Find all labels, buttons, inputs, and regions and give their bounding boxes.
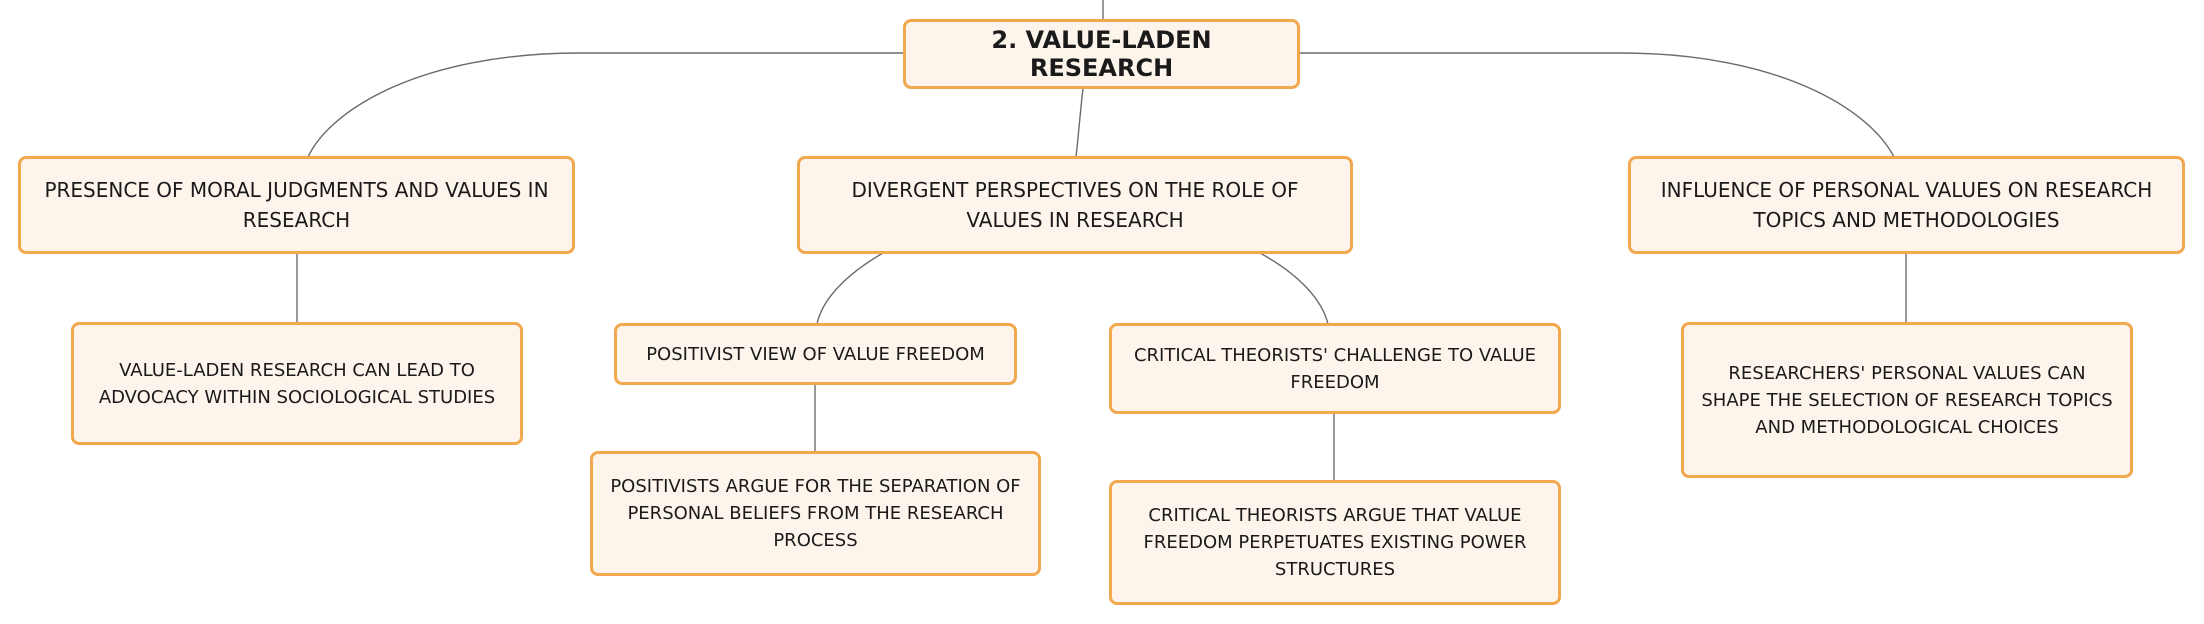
leaf-node-advocacy[interactable]: VALUE-LADEN RESEARCH CAN LEAD TO ADVOCAC… — [71, 322, 523, 445]
leaf-node-label: POSITIVISTS ARGUE FOR THE SEPARATION OF … — [610, 476, 1021, 551]
subbranch-node-label: POSITIVIST VIEW OF VALUE FREEDOM — [646, 343, 985, 365]
leaf-node-power-structures[interactable]: CRITICAL THEORISTS ARGUE THAT VALUE FREE… — [1109, 480, 1561, 605]
leaf-node-label: RESEARCHERS' PERSONAL VALUES CAN SHAPE T… — [1701, 362, 2113, 438]
connector-root-to-moral — [307, 52, 905, 158]
connector-root-to-divergent — [1075, 87, 1084, 158]
branch-node-label: PRESENCE OF MORAL JUDGMENTS AND VALUES I… — [44, 178, 549, 232]
branch-node-label: INFLUENCE OF PERSONAL VALUES ON RESEARCH… — [1660, 178, 2153, 232]
branch-node-personal-values[interactable]: INFLUENCE OF PERSONAL VALUES ON RESEARCH… — [1628, 156, 2185, 254]
branch-node-divergent-perspectives[interactable]: DIVERGENT PERSPECTIVES ON THE ROLE OF VA… — [797, 156, 1353, 254]
leaf-node-researchers-values[interactable]: RESEARCHERS' PERSONAL VALUES CAN SHAPE T… — [1681, 322, 2133, 478]
subbranch-node-positivist-view[interactable]: POSITIVIST VIEW OF VALUE FREEDOM — [614, 323, 1017, 385]
subbranch-node-critical-theorists[interactable]: CRITICAL THEORISTS' CHALLENGE TO VALUE F… — [1109, 323, 1561, 414]
leaf-node-label: CRITICAL THEORISTS ARGUE THAT VALUE FREE… — [1143, 505, 1527, 580]
root-node-label: 2. VALUE-LADEN RESEARCH — [991, 26, 1212, 82]
root-node[interactable]: 2. VALUE-LADEN RESEARCH — [903, 19, 1300, 89]
connector-divergent-to-critical — [1259, 252, 1329, 325]
subbranch-node-label: CRITICAL THEORISTS' CHALLENGE TO VALUE F… — [1133, 344, 1537, 393]
connector-divergent-to-positivist — [816, 252, 884, 325]
branch-node-moral-judgments[interactable]: PRESENCE OF MORAL JUDGMENTS AND VALUES I… — [18, 156, 575, 254]
leaf-node-label: VALUE-LADEN RESEARCH CAN LEAD TO ADVOCAC… — [98, 359, 496, 408]
connector-root-to-influence — [1300, 52, 1895, 158]
leaf-node-separation-beliefs[interactable]: POSITIVISTS ARGUE FOR THE SEPARATION OF … — [590, 451, 1041, 576]
branch-node-label: DIVERGENT PERSPECTIVES ON THE ROLE OF VA… — [851, 178, 1299, 232]
